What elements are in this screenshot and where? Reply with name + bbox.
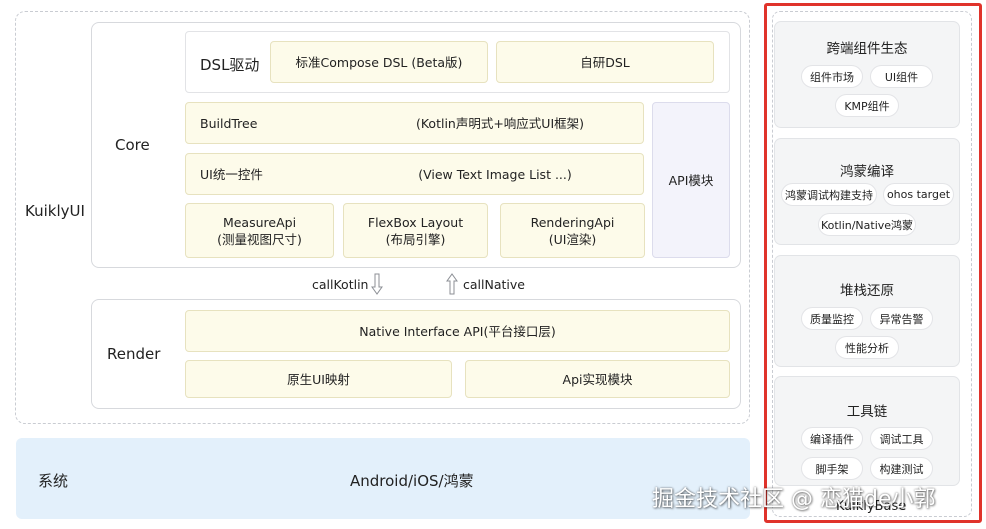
chip-ui-components: UI组件 [870,65,933,88]
flexbox-layout-title: FlexBox Layout [367,214,464,230]
arrow-down-icon [371,273,383,295]
chip-ohos-target: ohos target [883,183,954,206]
system-bar [16,438,750,519]
ui-control-right-text: (View Text Image List ...) [418,166,572,182]
toolchain-title: 工具链 [846,404,888,420]
measure-api-box: MeasureApi (测量视图尺寸) [185,203,334,258]
buildtree-left-text: BuildTree [200,115,258,131]
chip-scaffold: 脚手架 [801,457,863,480]
native-ui-mapping-box: 原生UI映射 [185,360,452,398]
kuikly-base-container [772,11,972,517]
arrow-up-icon [446,273,458,295]
rendering-api-subtitle: (UI渲染) [548,231,597,247]
flexbox-layout-box: FlexBox Layout (布局引擎) [343,203,488,258]
self-dsl-box: 自研DSL [496,41,714,83]
flexbox-layout-subtitle: (布局引擎) [385,231,446,247]
ui-control-box [185,153,644,195]
dsl-label: DSL驱动 [200,56,260,74]
chip-harmony-debug-build: 鸿蒙调试构建支持 [781,183,877,206]
stack-restore-title: 堆栈还原 [840,283,894,299]
chip-component-market: 组件市场 [801,65,863,88]
harmony-compile-title: 鸿蒙编译 [840,164,894,180]
chip-performance-analysis: 性能分析 [835,336,899,359]
render-label: Render [107,345,161,363]
core-label: Core [115,136,150,154]
chip-quality-monitoring: 质量监控 [801,307,863,330]
api-impl-module-box: Api实现模块 [465,360,730,398]
native-interface-box: Native Interface API(平台接口层) [185,310,730,352]
call-kotlin-label: callKotlin [312,276,369,292]
buildtree-box [185,102,644,144]
ui-control-left-text: UI统一控件 [200,166,263,182]
kuikly-base-label: KuiklyBase [836,499,907,514]
rendering-api-title: RenderingApi [530,214,615,230]
rendering-api-box: RenderingApi (UI渲染) [500,203,645,258]
call-native-label: callNative [463,276,525,292]
measure-api-subtitle: (测量视图尺寸) [217,231,302,247]
chip-build-test: 构建测试 [870,457,933,480]
api-module-box: API模块 [652,102,730,258]
kuikly-ui-container [15,11,750,424]
buildtree-right-text: (Kotlin声明式+响应式UI框架) [415,115,585,131]
chip-kotlin-native-harmony: Kotlin/Native鸿蒙 [818,213,916,236]
chip-exception-alert: 异常告警 [870,307,933,330]
chip-kmp-components: KMP组件 [835,94,899,117]
chip-debug-tools: 调试工具 [870,427,933,450]
cross-platform-ecosystem-title: 跨端组件生态 [826,41,908,57]
compose-dsl-box: 标准Compose DSL (Beta版) [270,41,488,83]
chip-compile-plugin: 编译插件 [801,427,863,450]
measure-api-title: MeasureApi [222,214,297,230]
watermark-text: 掘金技术社区 @ 恋猫de小郭 [652,487,936,512]
kuikly-ui-label: KuiklyUI [25,202,85,220]
system-platforms: Android/iOS/鸿蒙 [350,472,474,490]
kuikly-base-highlight-frame [764,3,982,523]
system-label: 系统 [38,472,69,490]
